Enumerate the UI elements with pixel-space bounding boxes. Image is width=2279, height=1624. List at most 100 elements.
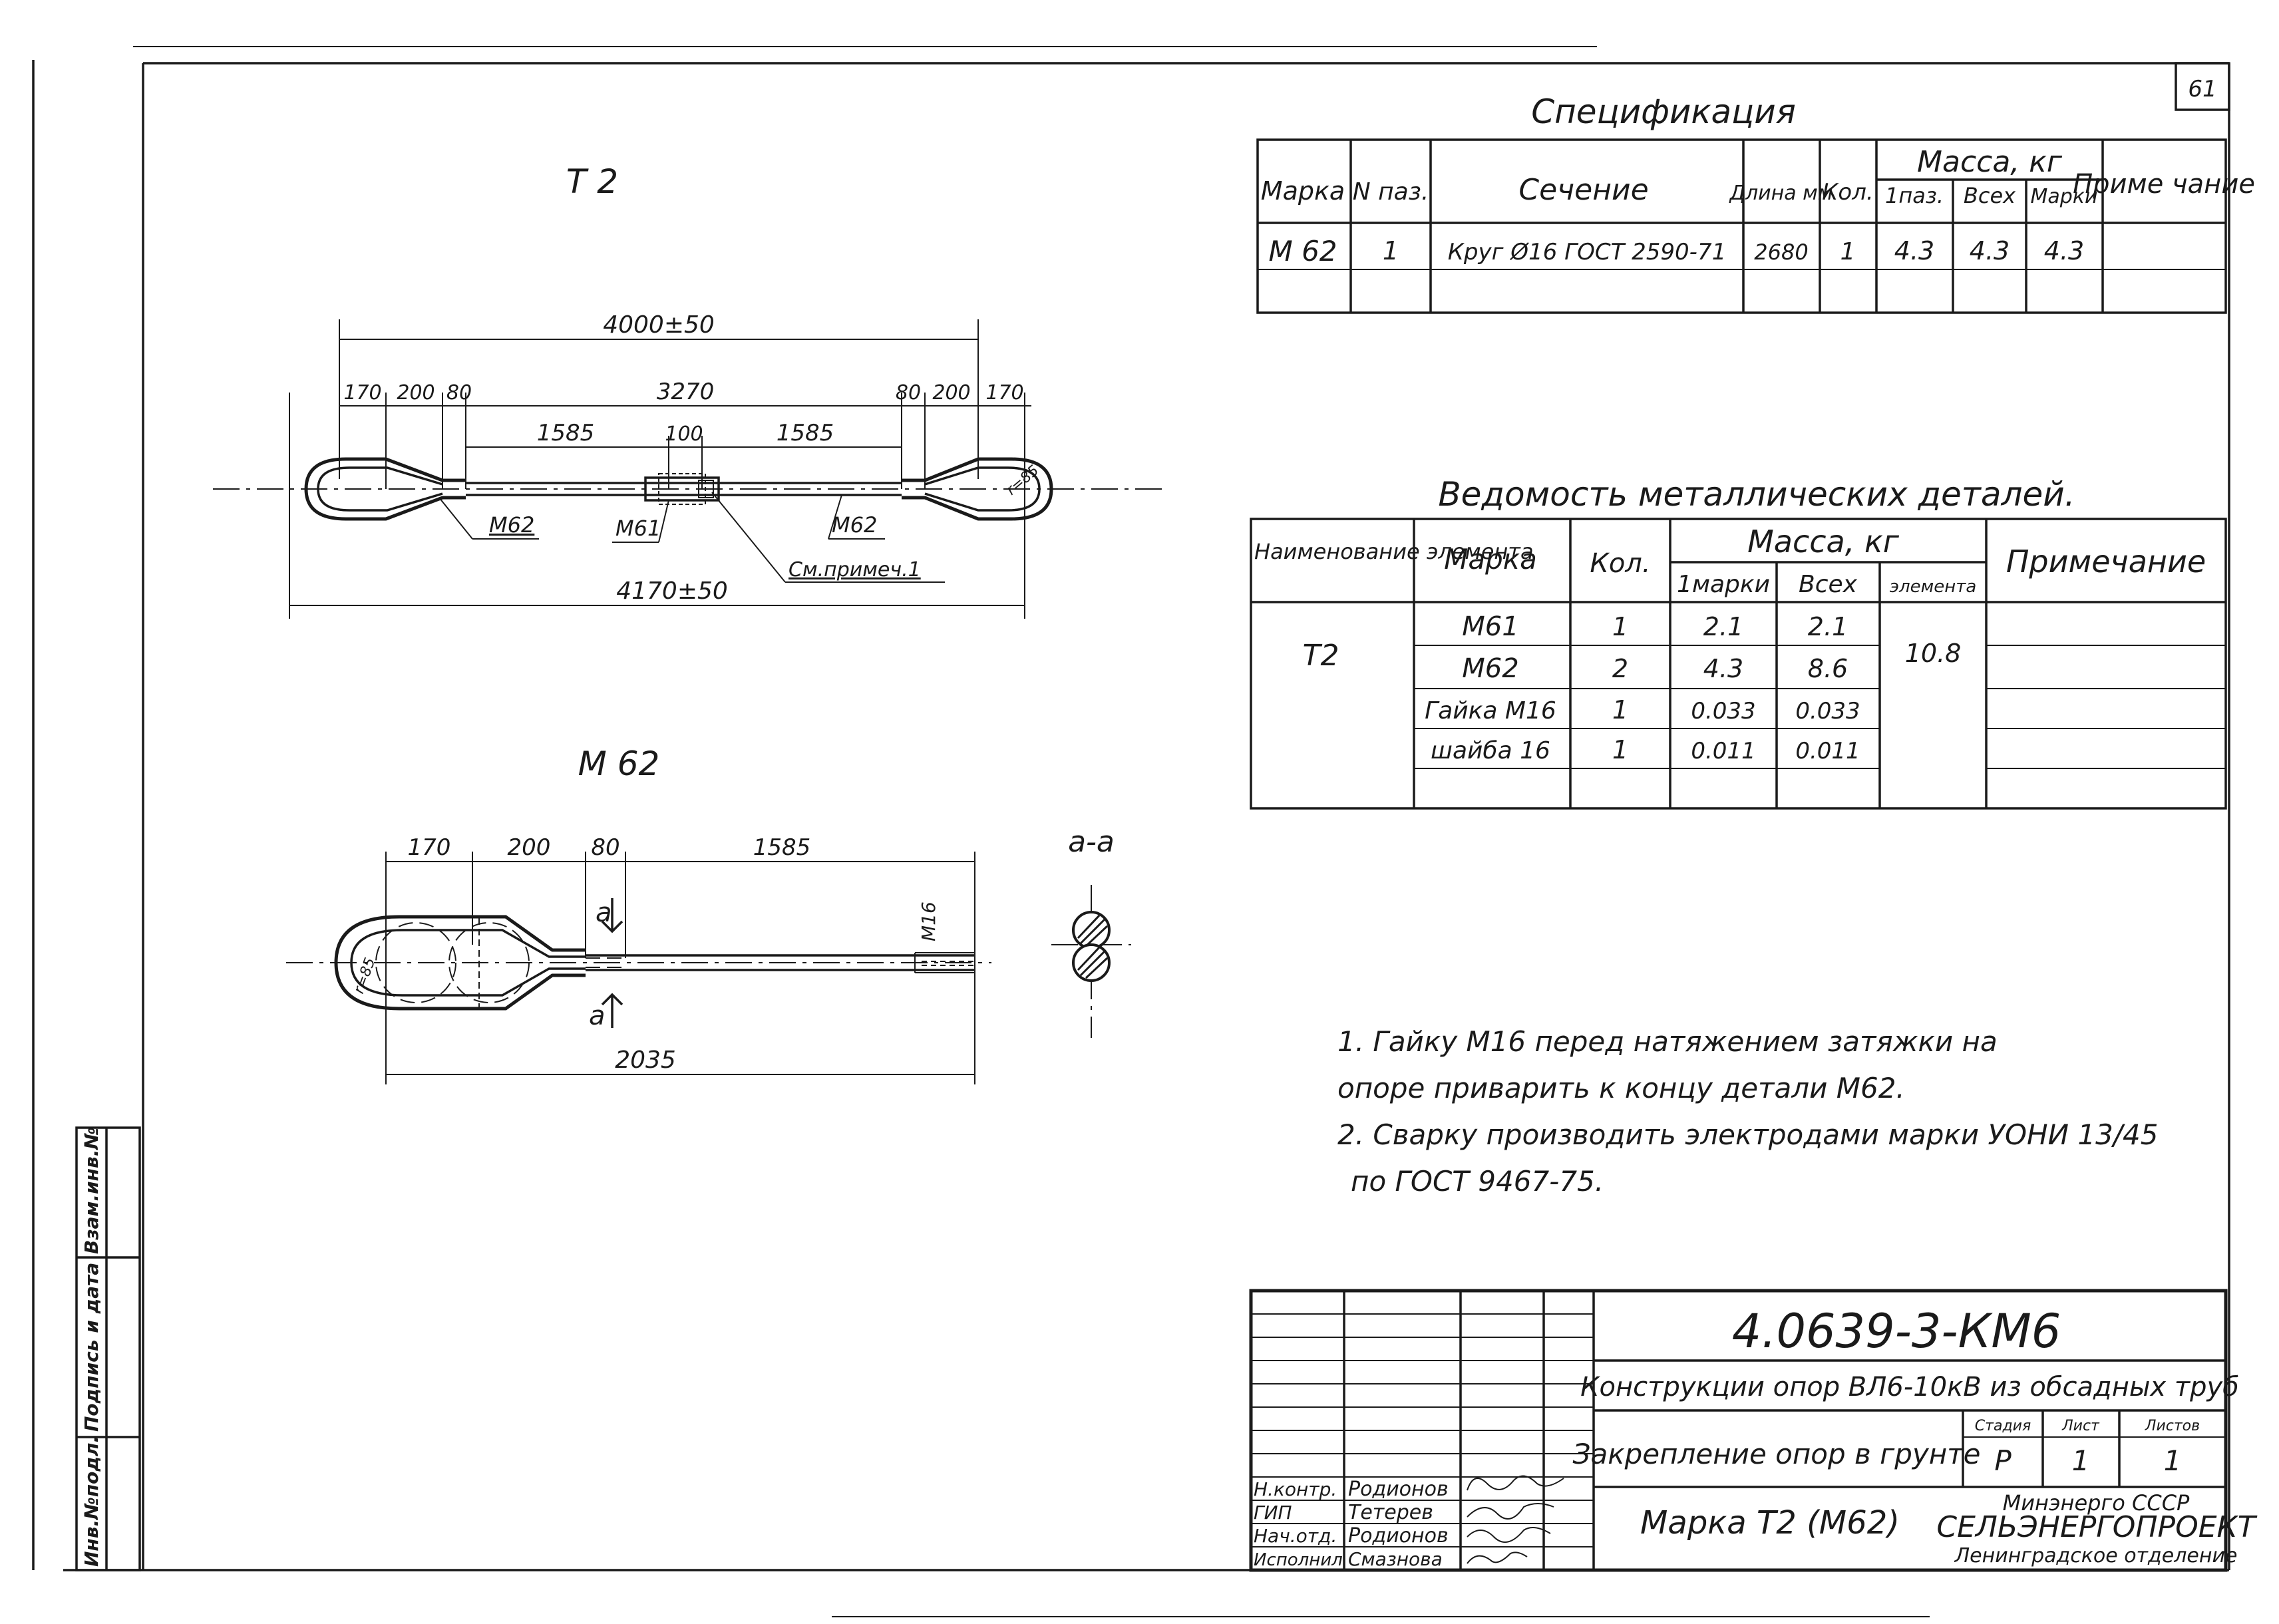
ved-row2-marka: М62 — [1462, 653, 1518, 684]
t2-dim-total-bottom: 4170±50 — [616, 577, 728, 605]
ved-h-massa: Масса, кг — [1747, 524, 1900, 560]
side-stamp: Инв.№подл. Подпись и дата Взам.инв.№ — [75, 1126, 141, 1571]
m62-title: М 62 — [578, 744, 660, 783]
spec-cell-n: 1 — [1383, 236, 1399, 265]
sheet-number: 61 — [2188, 76, 2216, 102]
t2-dim-seg-7: 170 — [985, 381, 1023, 405]
sheet-frame — [32, 46, 2230, 1617]
vedomost-table: Ведомость металлических деталей. Наимено… — [1250, 475, 2227, 810]
spec-cell-length: 2680 — [1754, 240, 1808, 265]
ved-row3-mall: 0.033 — [1795, 698, 1860, 725]
tb-signer4-name: Смазнова — [1348, 1548, 1443, 1570]
ved-element-mass: 10.8 — [1905, 639, 1962, 668]
spec-h-marka: Марка — [1261, 176, 1345, 206]
t2-note-ref: См.примеч.1 — [789, 558, 921, 581]
ved-row4-mall: 0.011 — [1795, 738, 1860, 764]
ved-row3-m1: 0.033 — [1691, 698, 1755, 725]
spec-h-length: Длина мм — [1729, 182, 1833, 205]
ved-h-name: Наименование элемента — [1254, 539, 1534, 564]
spec-h-mall: Всех — [1964, 183, 2016, 208]
t2-dim-seg-2: 200 — [397, 381, 435, 405]
side-stamp-inv: Инв.№подл. — [81, 1436, 102, 1567]
tb-list: 1 — [2072, 1444, 2090, 1477]
m62-thread: М16 — [918, 901, 940, 941]
vedomost-title: Ведомость металлических деталей. — [1438, 475, 2075, 514]
m62-cut-mark-top: а — [596, 897, 612, 928]
t2-label-m62-right: М62 — [832, 512, 877, 538]
spec-title: Спецификация — [1531, 92, 1796, 131]
tb-signer1-name: Родионов — [1348, 1478, 1449, 1501]
t2-label-m61: М61 — [615, 516, 661, 541]
tb-signer3-role: Нач.отд. — [1254, 1525, 1337, 1547]
ved-h-mall: Всех — [1799, 571, 1858, 598]
m62-cut-mark-bottom: а — [589, 1001, 606, 1031]
spec-cell-mmark: 4.3 — [2044, 236, 2084, 265]
t2-dim-seg-1: 170 — [343, 381, 381, 405]
spec-h-kol: Кол. — [1822, 179, 1873, 206]
tb-signer4-role: Исполнил — [1254, 1550, 1343, 1570]
spec-h-npaz: N паз. — [1353, 178, 1429, 206]
note-line-1: 1. Гайку М16 перед натяжением затяжки на — [1337, 1025, 1998, 1058]
tb-stage: Р — [1994, 1444, 2012, 1477]
side-stamp-vzam: Взам.инв.№ — [81, 1127, 102, 1254]
t2-dim-mid-2: 100 — [665, 422, 703, 446]
ved-row4-m1: 0.011 — [1691, 738, 1755, 764]
tb-signer1-role: Н.контр. — [1254, 1478, 1337, 1500]
ved-h-note: Примечание — [2006, 544, 2206, 579]
t2-dim-seg-3: 80 — [446, 381, 472, 405]
signature-scribbles — [1467, 1475, 1564, 1564]
tb-lists: 1 — [2164, 1444, 2182, 1477]
ved-h-mel: элемента — [1890, 577, 1977, 597]
drawing-t2: Т 2 4000±50 170 200 80 3270 80 200 170 1… — [213, 162, 1164, 619]
tb-signer2-name: Тетерев — [1348, 1501, 1433, 1524]
t2-title: Т 2 — [566, 162, 618, 201]
note-line-3: 2. Сварку производить электродами марки … — [1337, 1118, 2158, 1151]
notes: 1. Гайку М16 перед натяжением затяжки на… — [1337, 1025, 2158, 1198]
tb-sheet-title: Закрепление опор в грунте — [1573, 1438, 1981, 1470]
t2-dim-seg-6: 200 — [932, 381, 970, 405]
ved-row2-kol: 2 — [1612, 654, 1628, 683]
sheet-number-box: 61 — [2175, 62, 2230, 111]
spec-cell-marka: М 62 — [1268, 235, 1337, 267]
tb-code: 4.0639-3-КМ6 — [1732, 1304, 2061, 1359]
ved-row1-m1: 2.1 — [1703, 612, 1743, 641]
tb-lists-label: Листов — [2145, 1418, 2200, 1434]
t2-dim-mid-1: 1585 — [537, 420, 595, 446]
tb-signer2-role: ГИП — [1254, 1502, 1292, 1524]
ved-row2-m1: 4.3 — [1703, 654, 1743, 683]
tb-project: Конструкции опор ВЛ6-10кВ из обсадных тр… — [1580, 1372, 2239, 1402]
note-line-4: по ГОСТ 9467-75. — [1351, 1165, 1604, 1198]
tb-org1: Минэнерго СССР — [2003, 1490, 2190, 1516]
t2-dim-seg-4: 3270 — [657, 379, 715, 405]
ved-row1-kol: 1 — [1612, 612, 1628, 641]
title-block: 4.0639-3-КМ6 Конструкции опор ВЛ6-10кВ и… — [1249, 1289, 2258, 1572]
m62-dim-total: 2035 — [615, 1047, 676, 1074]
m62-section-title: а-а — [1068, 825, 1115, 859]
spec-h-m1: 1паз. — [1885, 183, 1944, 208]
spec-h-massa: Масса, кг — [1917, 145, 2063, 179]
drawing-m62: М 62 170 200 80 1585 r=85 М16 — [286, 744, 1131, 1084]
note-line-2: опоре приварить к концу детали М62. — [1337, 1072, 1905, 1104]
t2-dim-mid-3: 1585 — [777, 420, 834, 446]
t2-dim-total-top: 4000±50 — [603, 311, 715, 339]
m62-dim-2: 200 — [508, 834, 551, 861]
tb-signer3-name: Родионов — [1348, 1524, 1449, 1547]
ved-row4-marka: шайба 16 — [1431, 737, 1550, 764]
ved-row1-marka: М61 — [1462, 611, 1518, 642]
m62-dim-4: 1585 — [753, 834, 811, 861]
spec-cell-m1: 4.3 — [1894, 236, 1934, 265]
spec-h-sechenie: Сечение — [1518, 173, 1648, 207]
tb-item: Марка Т2 (М62) — [1640, 1504, 1900, 1542]
spec-cell-kol: 1 — [1841, 238, 1856, 265]
tb-org3: Ленинградское отделение — [1954, 1544, 2238, 1567]
ved-row2-mall: 8.6 — [1808, 654, 1848, 683]
spec-table: Спецификация Марка N паз. Сечение Длина … — [1256, 92, 2255, 314]
tb-org2: СЕЛЬЭНЕРГОПРОЕКТ — [1936, 1510, 2257, 1544]
tb-list-label: Лист — [2061, 1418, 2100, 1434]
tb-stage-label: Стадия — [1975, 1418, 2031, 1434]
ved-row1-mall: 2.1 — [1808, 612, 1848, 641]
ved-h-kol: Кол. — [1590, 548, 1650, 579]
spec-h-note: Приме чание — [2073, 169, 2255, 200]
ved-h-m1: 1марки — [1677, 571, 1770, 598]
m62-dim-3: 80 — [591, 834, 619, 861]
